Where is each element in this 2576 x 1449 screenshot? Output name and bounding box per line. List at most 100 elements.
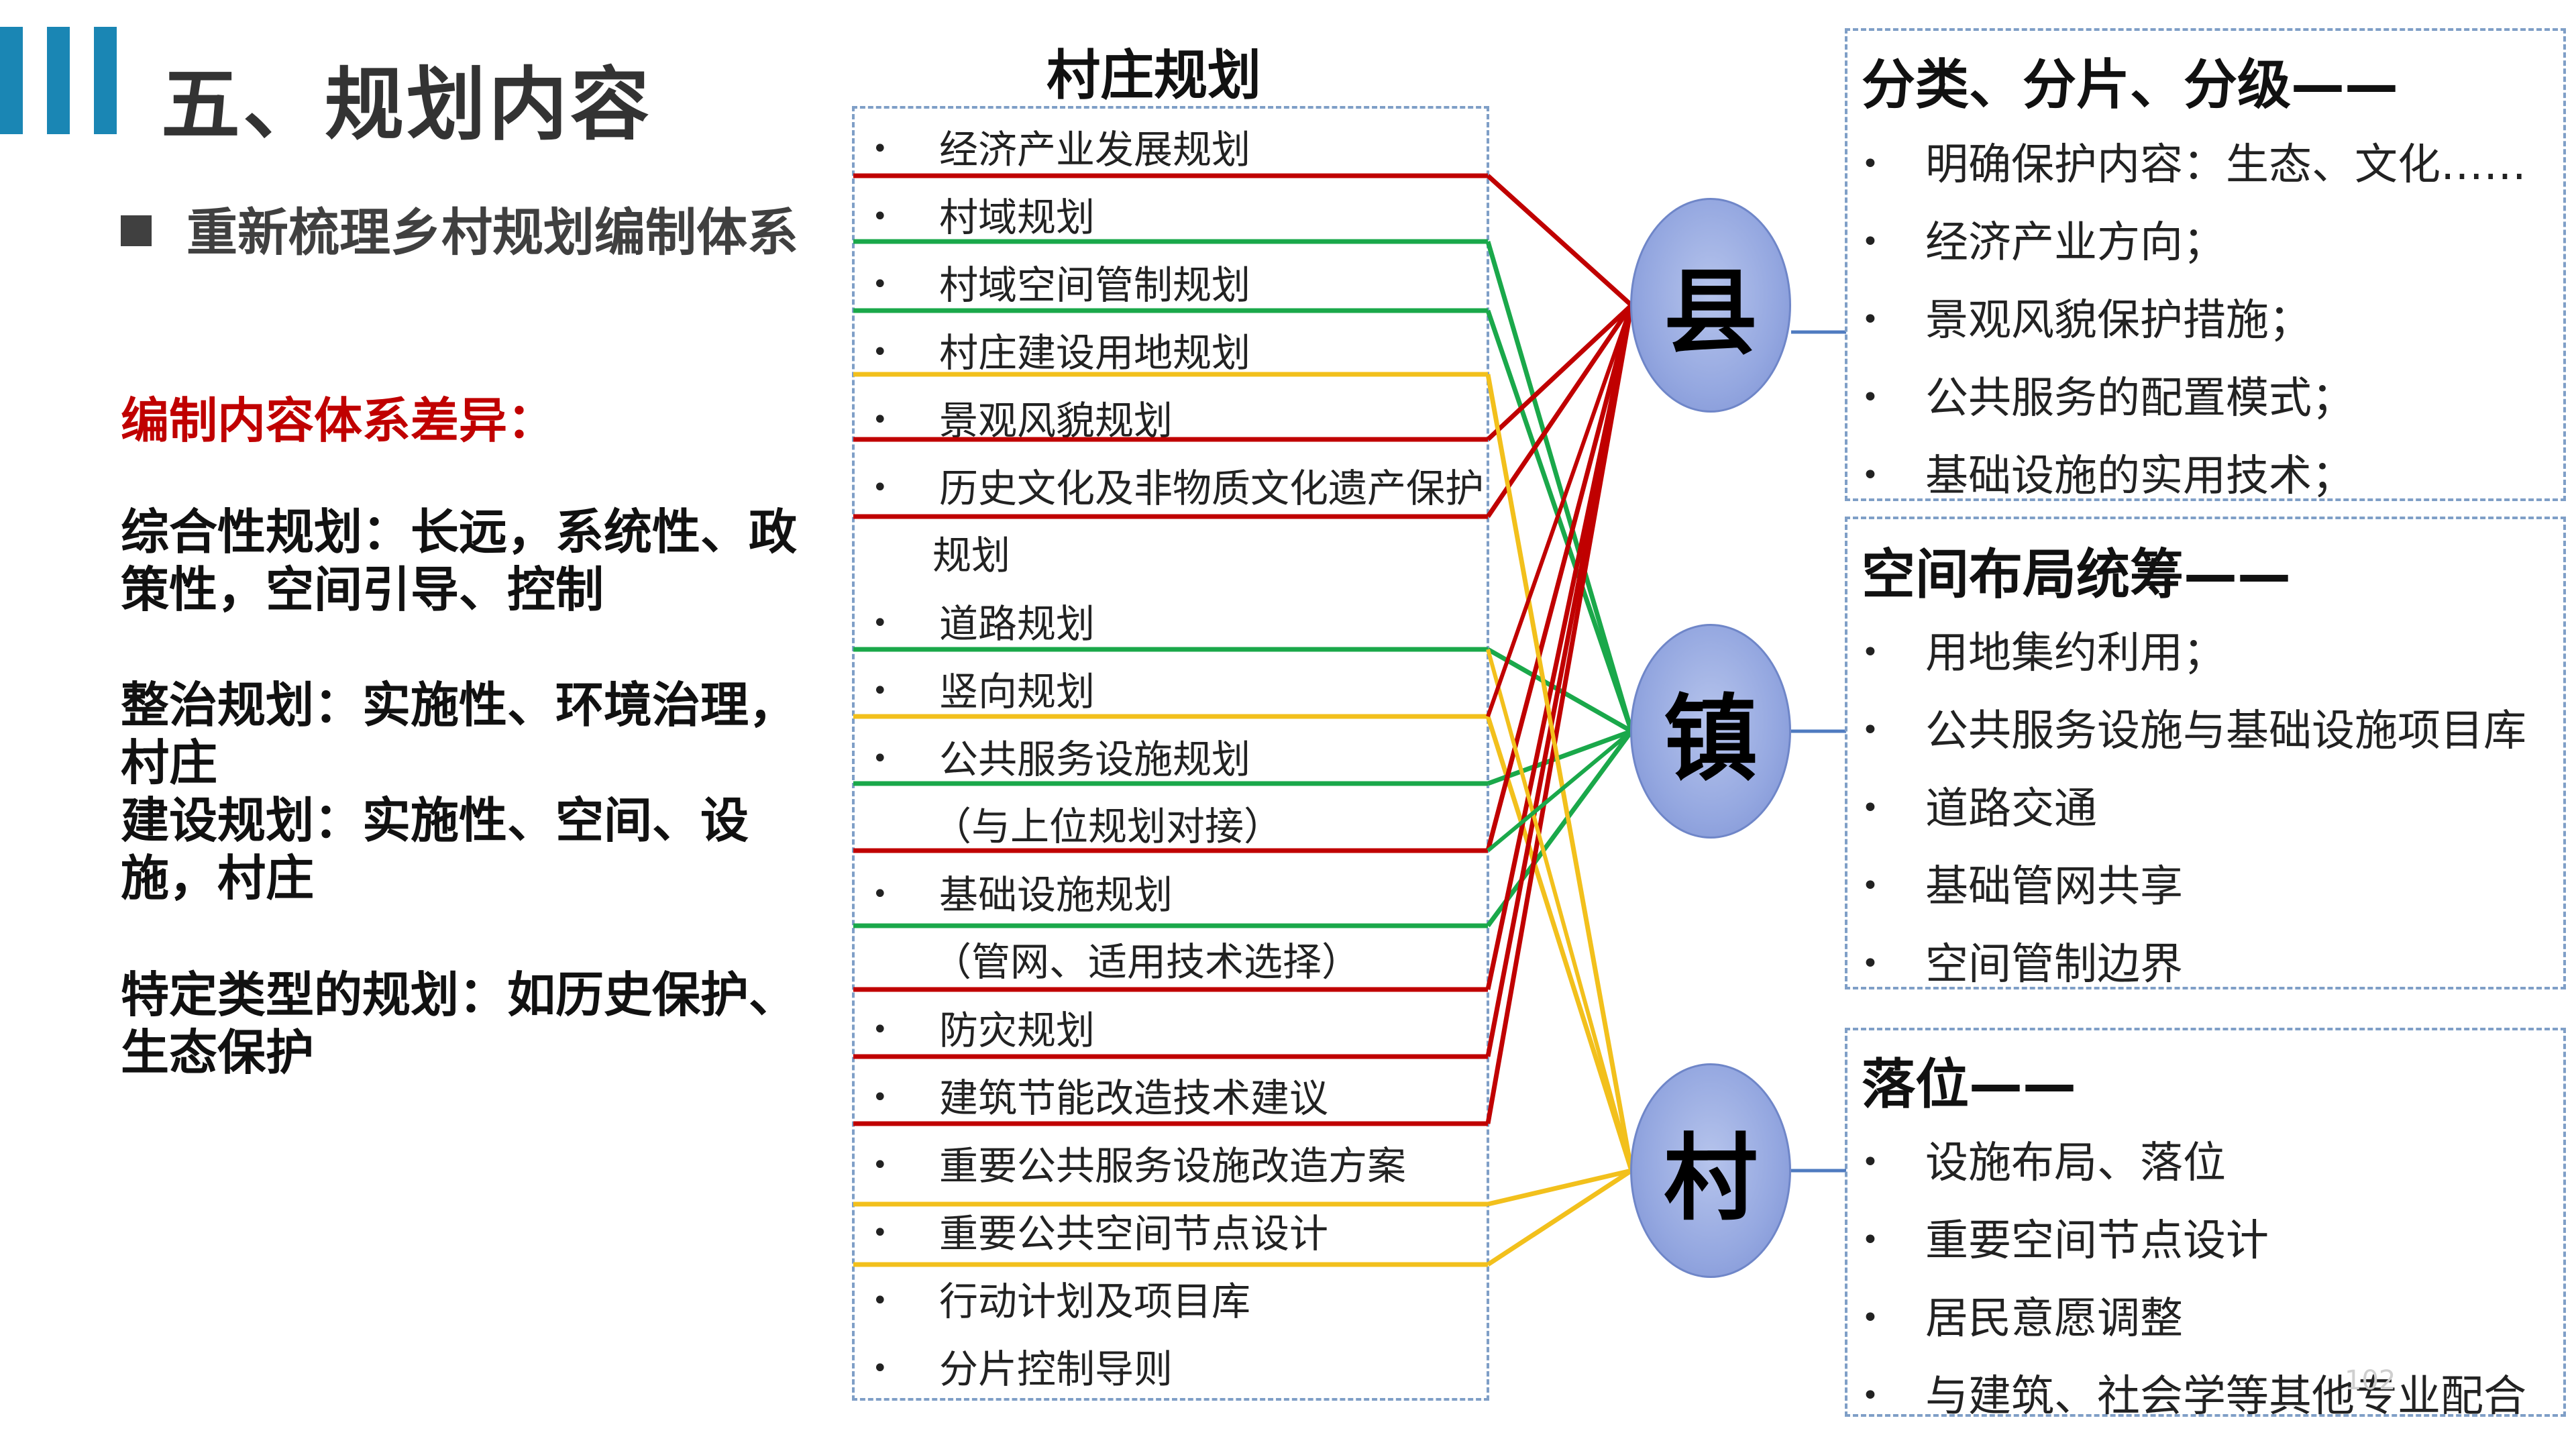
list-item-text: （管网、适用技术选择） [932, 939, 1361, 985]
header-bar-3 [94, 27, 117, 134]
connector-village [1487, 1168, 1632, 1207]
bullet-icon: • [1862, 1223, 1879, 1257]
list-title: 村庄规划 [1046, 44, 1261, 107]
bullet-icon: • [1862, 1145, 1879, 1179]
list-item: （管网、适用技术选择） [865, 928, 1360, 996]
plan-list-box [852, 106, 1489, 1401]
town-box [1845, 517, 2566, 989]
bullet-icon: • [872, 1014, 888, 1045]
bullet-icon: • [1862, 1379, 1879, 1413]
bullet-icon: • [872, 133, 888, 164]
paragraph-remediation: 整治规划：实施性、环境治理，村庄 [121, 677, 798, 791]
connector-county [1486, 305, 1633, 717]
village-box-title: 落位—— [1862, 1053, 2076, 1116]
page-number: 102 [2345, 1365, 2396, 1396]
village-box-item: • 居民意愿调整 [1862, 1285, 2183, 1352]
list-item: •历史文化及非物质文化遗产保护 [865, 454, 1484, 521]
paragraph-comprehensive: 综合性规划：长远，系统性、政策性，空间引导、控制 [121, 504, 798, 618]
bullet-icon: • [872, 269, 888, 300]
connector-village [1487, 1169, 1633, 1267]
list-item-text: 规划 [932, 533, 1011, 578]
list-item: • 道路规划 [865, 590, 1095, 657]
town-box-item-text: 基础管网共享 [1925, 862, 2183, 912]
list-item-text: 重要公共空间节点设计 [939, 1211, 1329, 1256]
bullet-icon: • [872, 879, 888, 910]
list-item: • 防灾规划 [865, 996, 1095, 1063]
connector-village [1486, 374, 1633, 1171]
county-box-title: 分类、分片、分级—— [1862, 54, 2398, 116]
village-box-item-text: 与建筑、社会学等其他专业配合 [1925, 1372, 2526, 1421]
list-item-text: 公共服务设施规划 [939, 737, 1251, 782]
county-circle: 县 [1630, 198, 1791, 413]
connector-town [1485, 241, 1634, 732]
village-box-item: • 与建筑、社会学等其他专业配合 [1862, 1362, 2526, 1430]
paragraph-specific: 特定类型的规划：如历史保护、生态保护 [121, 967, 798, 1081]
list-item: 规划 [865, 522, 1010, 589]
county-box-item-text: 公共服务的配置模式； [1925, 374, 2355, 423]
list-item: •重要公共服务设施改造方案 [865, 1132, 1406, 1199]
header-bar-2 [47, 27, 70, 134]
bullet-icon: • [872, 1082, 888, 1113]
list-item: • 村庄建设用地规划 [865, 319, 1250, 386]
connector-county [1486, 303, 1633, 441]
town-box-item-text: 空间管制边界 [1925, 940, 2183, 989]
bullet-icon: • [1862, 1301, 1879, 1335]
village-box-item-text: 重要空间节点设计 [1925, 1216, 2269, 1266]
bullet-icon: • [1862, 713, 1879, 747]
list-item: •建筑节能改造技术建议 [865, 1064, 1328, 1131]
bullet-icon: • [1862, 869, 1879, 903]
list-item-text: 道路规划 [939, 601, 1095, 647]
list-item: • 公共服务设施规划 [865, 725, 1250, 792]
county-box-item-text: 经济产业方向； [1925, 218, 2226, 268]
village-box-item-text: 设施布局、落位 [1925, 1138, 2226, 1188]
list-item-text: 基础设施规划 [939, 872, 1173, 918]
list-item-text: 村庄建设用地规划 [939, 330, 1251, 376]
county-box-item: •经济产业方向； [1862, 209, 2226, 276]
bullet-icon: • [872, 676, 888, 706]
list-item: •竖向规划 [865, 657, 1095, 724]
village-box [1845, 1028, 2566, 1417]
subtitle-text: 重新梳理乡村规划编制体系 [186, 203, 798, 262]
town-box-item: • 空间管制边界 [1862, 930, 2183, 998]
bullet-icon: • [872, 608, 888, 639]
county-label: 县 [1663, 259, 1758, 368]
list-item: •村域空间管制规划 [865, 251, 1250, 318]
paragraph-construction: 建设规划：实施性、空间、设施，村庄 [121, 792, 749, 906]
connector-county [1486, 174, 1633, 307]
list-item: •分片控制导则 [865, 1335, 1173, 1402]
page-title: 五、规划内容 [161, 58, 653, 151]
town-box-item: • 公共服务设施与基础设施项目库 [1862, 697, 2526, 764]
list-item-text: 防灾规划 [939, 1008, 1095, 1053]
bullet-icon: • [872, 743, 888, 774]
bullet-icon: • [1862, 147, 1879, 181]
county-box-item: •明确保护内容：生态、文化…… [1862, 131, 2526, 198]
town-box-item: • 基础管网共享 [1862, 853, 2183, 920]
town-box-item-text: 公共服务设施与基础设施项目库 [1925, 706, 2526, 756]
town-box-item-text: 用地集约利用； [1925, 629, 2226, 678]
list-item-text: 历史文化及非物质文化遗产保护 [939, 466, 1485, 511]
connector-village [1486, 649, 1633, 1171]
village-box-item-text: 居民意愿调整 [1925, 1294, 2183, 1344]
connector-town [1487, 729, 1633, 786]
diff-title: 编制内容体系差异： [121, 392, 556, 449]
village-circle: 村 [1630, 1063, 1791, 1278]
list-item-text: 经济产业发展规划 [939, 127, 1251, 172]
list-item: •重要公共空间节点设计 [865, 1199, 1328, 1267]
county-box-item: •基础设施的实用技术； [1862, 442, 2355, 509]
list-item-text: （与上位规划对接） [932, 804, 1283, 849]
bullet-icon: • [1862, 947, 1879, 981]
list-item-text: 行动计划及项目库 [939, 1279, 1251, 1324]
bullet-icon: • [1862, 791, 1879, 825]
connector-county [1486, 304, 1633, 518]
section-subtitle: 重新梳理乡村规划编制体系 [121, 191, 798, 265]
county-box [1845, 28, 2566, 501]
bullet-icon: • [872, 201, 888, 232]
bullet-icon: • [872, 405, 888, 435]
bullet-icon: • [872, 337, 888, 368]
list-item-text: 景观风貌规划 [939, 398, 1173, 443]
town-box-item: •用地集约利用； [1862, 619, 2226, 686]
connector-county [1485, 305, 1634, 851]
list-item-text: 村域规划 [939, 195, 1095, 240]
village-box-item: • 设施布局、落位 [1862, 1129, 2226, 1196]
